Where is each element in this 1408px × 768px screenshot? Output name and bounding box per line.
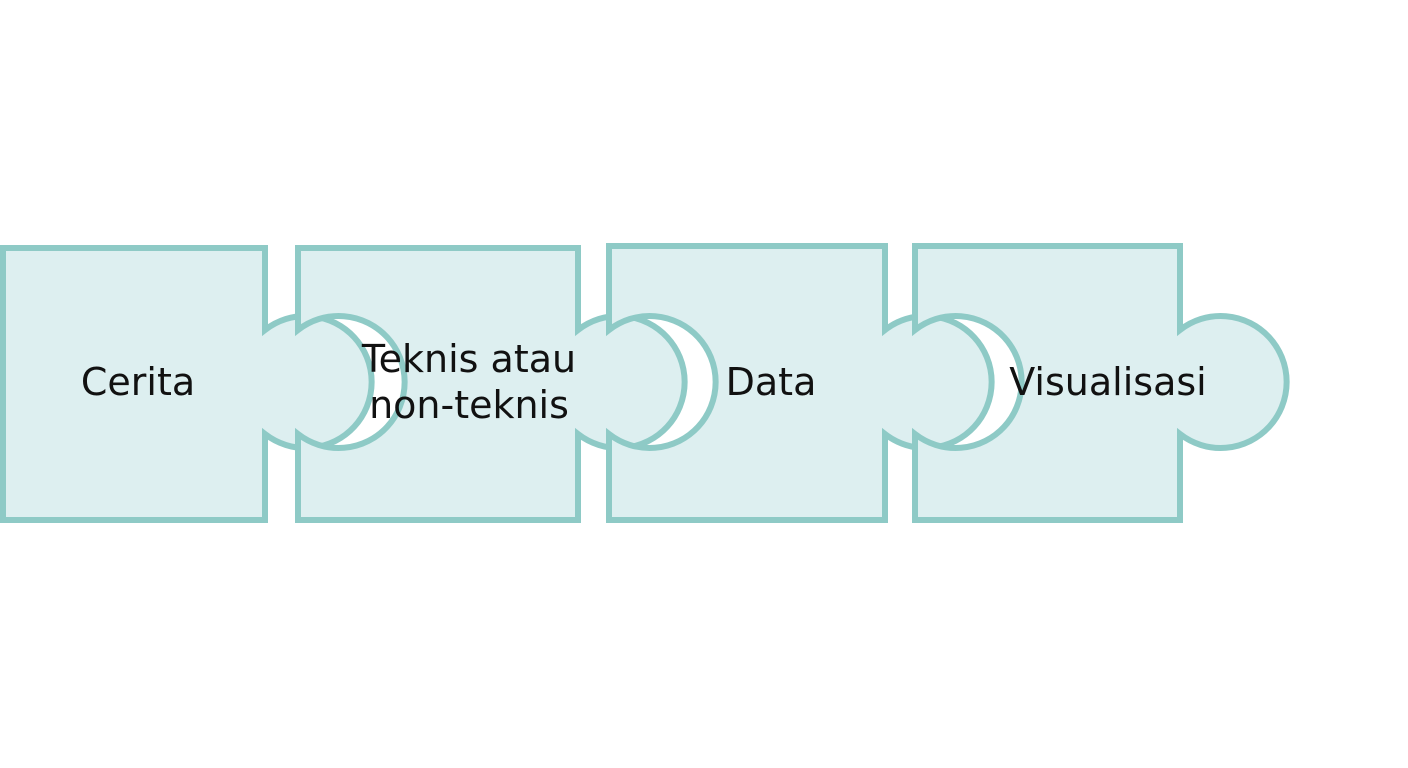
puzzle-piece-label-line: Data [726,360,817,404]
puzzle-piece-label-line: Visualisasi [1009,360,1206,404]
puzzle-piece: Data [606,243,995,523]
puzzle-piece-label-line: Cerita [81,360,195,404]
puzzle-piece-shape [606,243,995,523]
puzzle-piece-shape [912,243,1290,523]
puzzle-piece-label: Data [726,360,817,404]
puzzle-piece-label-line: Teknis atau [361,337,576,381]
puzzle-piece: Visualisasi [912,243,1290,523]
puzzle-piece-label: Cerita [81,360,195,404]
puzzle-piece-shape [295,245,688,523]
puzzle-piece-label: Visualisasi [1009,360,1206,404]
puzzle-piece-label-line: non-teknis [369,383,569,427]
